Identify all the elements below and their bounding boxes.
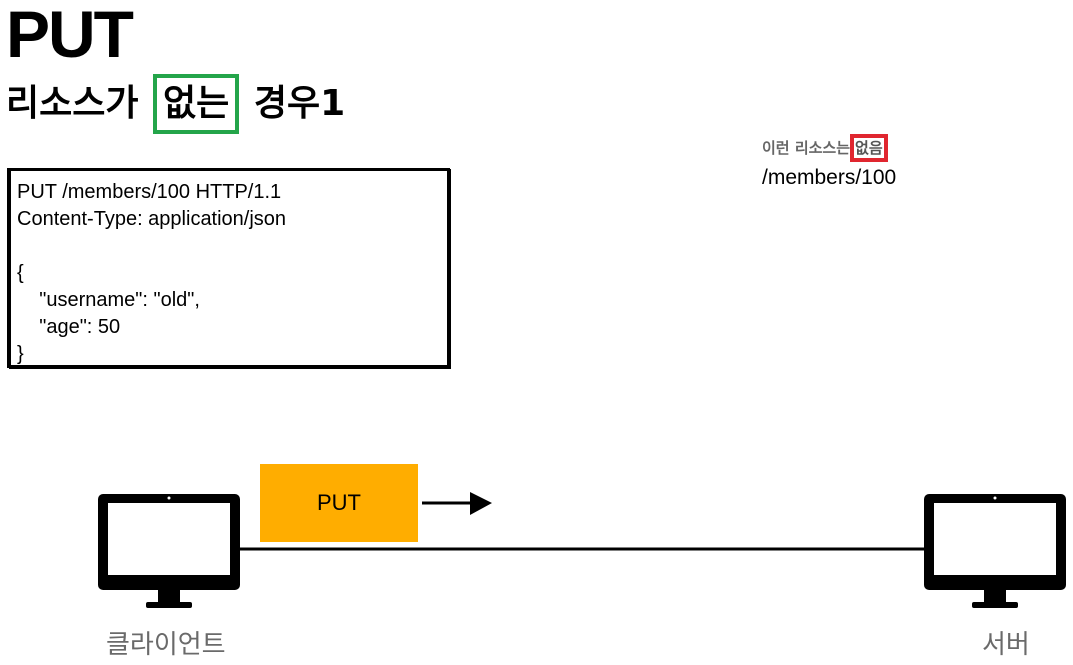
request-line: "username": "old", [17,289,200,311]
request-line: "age": 50 [17,316,121,338]
subtitle-highlight: 없는 [153,74,240,134]
server-label: 서버 [982,630,1030,660]
monitor-icon [924,494,1066,608]
subtitle-before: 리소스가 [6,83,139,124]
page-subtitle: 리소스가 없는 경우1 [6,74,345,134]
arrow-right-icon [422,492,492,515]
request-line: PUT /members/100 HTTP/1.1 [17,181,282,203]
note-highlight: 없음 [850,134,888,162]
note-prefix: 이런 리소스는 [762,139,851,157]
monitor-icon [98,494,240,608]
subtitle-after: 경우1 [253,83,346,124]
request-line: Content-Type: application/json [17,208,287,230]
request-line: } [17,343,24,365]
resource-path: /members/100 [762,166,897,189]
method-box: PUT [260,464,418,542]
page-title: PUT [6,0,134,71]
client-label: 클라이언트 [106,630,226,660]
request-line: { [17,262,24,284]
